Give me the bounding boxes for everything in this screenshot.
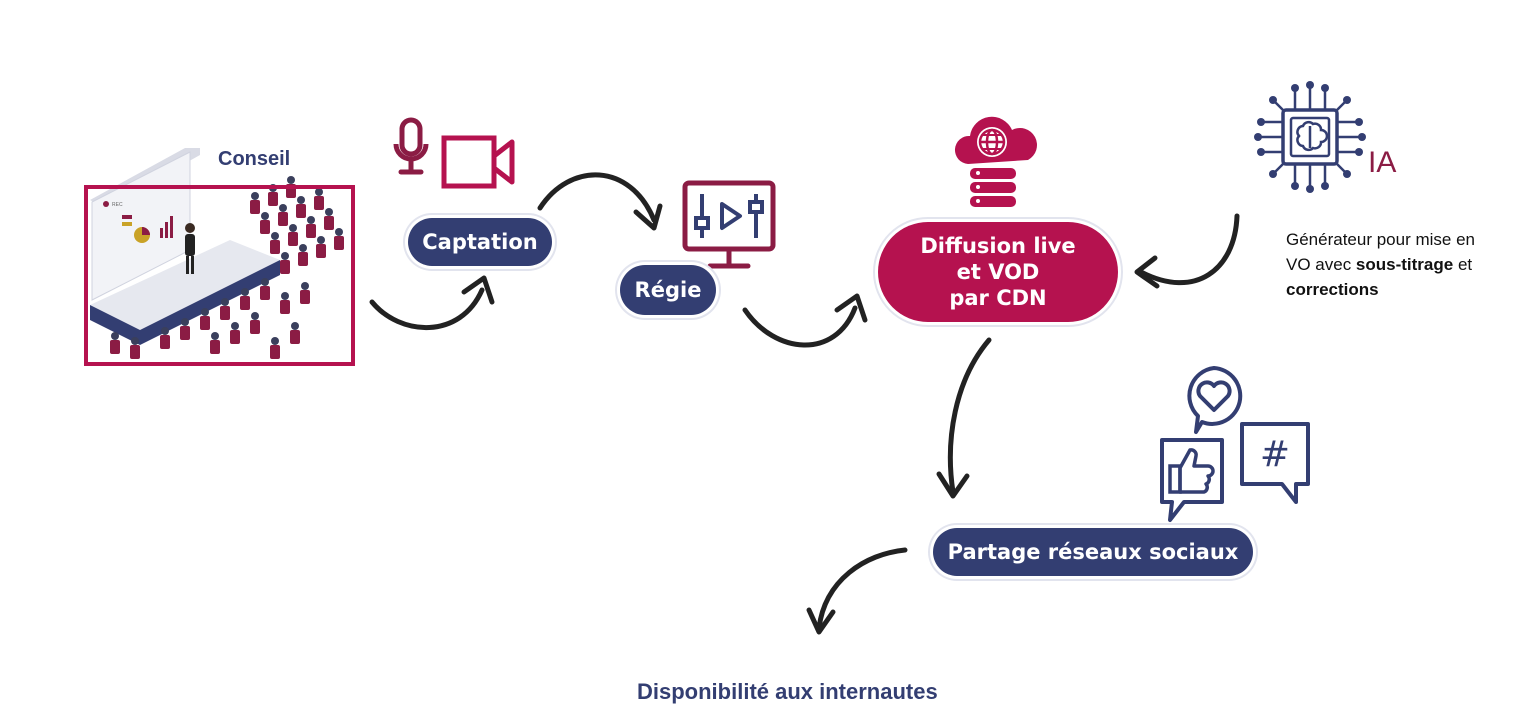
- partage-node: Partage réseaux sociaux: [933, 528, 1253, 576]
- conference-illustration: REC: [80, 140, 355, 390]
- heart-bubble-icon: [1187, 366, 1243, 434]
- cloud-server-icon: [954, 116, 1037, 207]
- diffusion-line1: Diffusion live: [920, 234, 1076, 258]
- arrow-conseil-to-captation: [369, 275, 495, 331]
- ia-description: Générateur pour mise en VO avec sous-tit…: [1286, 227, 1511, 302]
- recording-frame: [84, 185, 355, 366]
- arrow-ia-to-diffusion: [1134, 213, 1240, 289]
- ia-desc-suffix: et: [1453, 255, 1473, 274]
- video-camera-icon: [441, 135, 515, 189]
- thumbs-up-bubble-icon: [1160, 438, 1224, 522]
- ia-label: IA: [1368, 146, 1397, 179]
- regie-node: Régie: [620, 265, 716, 315]
- rec-label: REC: [112, 202, 123, 208]
- disponibilite-label: Disponibilité aux internautes: [637, 679, 938, 704]
- arrow-diffusion-to-partage: [936, 337, 992, 499]
- diffusion-line3: par CDN: [949, 286, 1047, 310]
- ia-desc-prefix: VO avec: [1286, 255, 1356, 274]
- hashtag-bubble-icon: #: [1240, 422, 1310, 504]
- diffusion-node: Diffusion live et VOD par CDN: [878, 222, 1118, 322]
- ia-desc-bold-subtitles: sous-titrage: [1355, 255, 1454, 274]
- captation-node: Captation: [408, 218, 552, 266]
- partage-label: Partage réseaux sociaux: [947, 540, 1239, 564]
- ia-desc-bold-corrections: corrections: [1286, 280, 1379, 299]
- svg-text:#: #: [1260, 434, 1290, 475]
- arrow-partage-to-disponibilite: [806, 547, 908, 635]
- microphone-icon: [393, 117, 429, 175]
- arrow-captation-to-regie: [537, 172, 663, 231]
- conference-scene: REC: [90, 148, 344, 359]
- captation-label: Captation: [422, 230, 538, 254]
- regie-label: Régie: [634, 278, 702, 302]
- conseil-title: Conseil: [218, 148, 291, 170]
- arrow-regie-to-diffusion: [742, 293, 868, 348]
- ia-desc-line1: Générateur pour mise en: [1286, 230, 1475, 249]
- ai-chip-icon: [1254, 81, 1366, 193]
- control-monitor-icon: [682, 180, 776, 269]
- diffusion-line2: et VOD: [956, 260, 1040, 284]
